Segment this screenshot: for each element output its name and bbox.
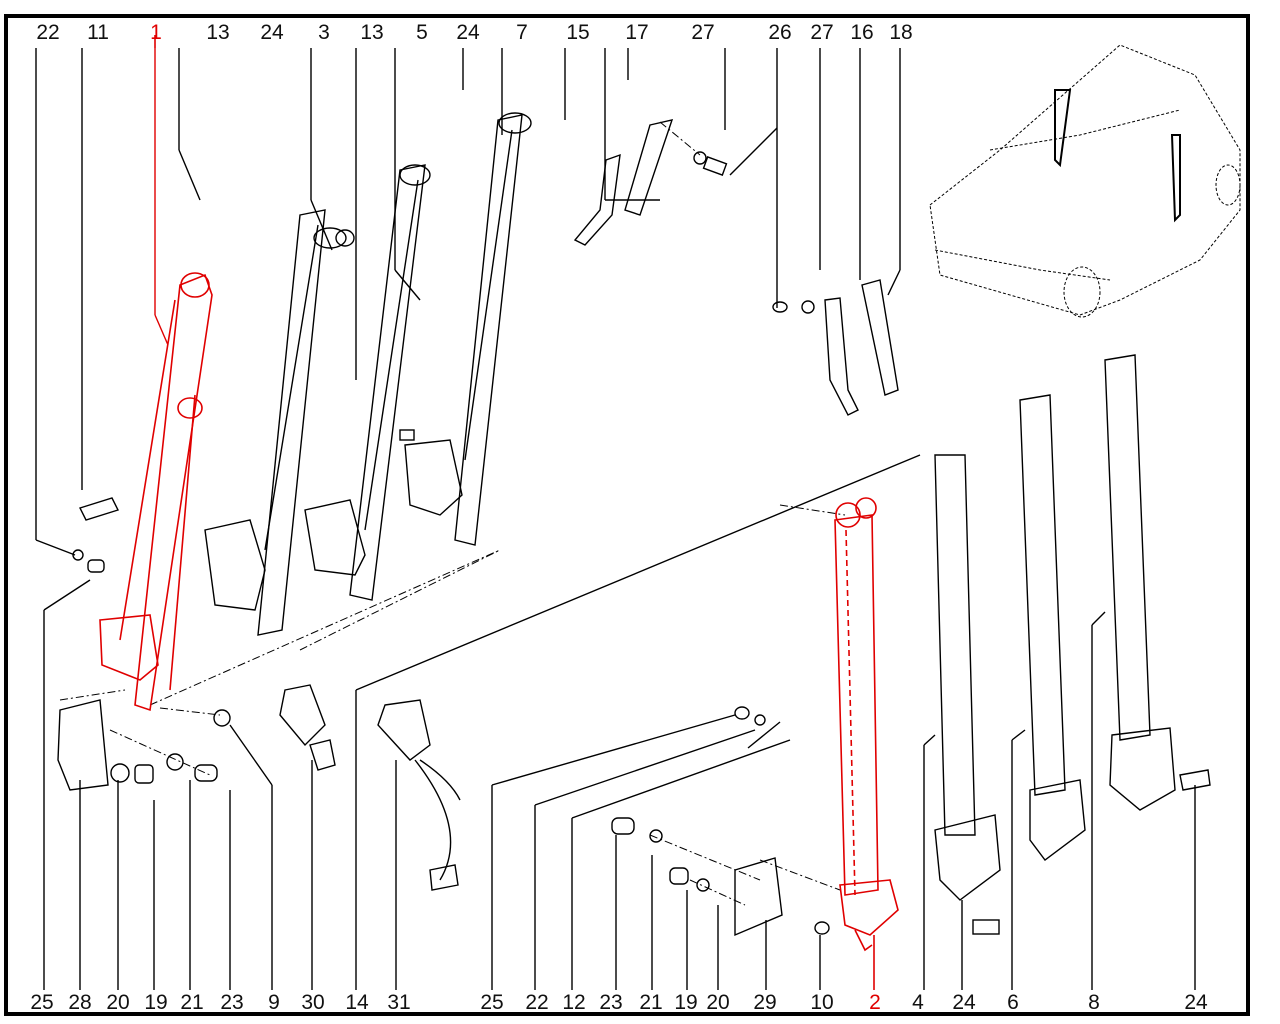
seat-belt-8 xyxy=(1104,354,1211,811)
callout-15: 15 xyxy=(566,21,590,44)
callout-18: 18 xyxy=(889,21,913,44)
callout-13-b: 13 xyxy=(360,21,384,44)
assembly-lines xyxy=(59,121,846,906)
seat-belt-5 xyxy=(304,164,431,601)
seat-belt-4 xyxy=(934,454,1001,935)
callout-3: 3 xyxy=(318,21,330,44)
callout-28: 28 xyxy=(68,991,92,1014)
callout-13: 13 xyxy=(206,21,230,44)
callout-27-b: 27 xyxy=(810,21,834,44)
callout-19-b: 19 xyxy=(674,991,698,1014)
buckle-30 xyxy=(279,684,336,771)
callout-17: 17 xyxy=(625,21,649,44)
callout-9: 9 xyxy=(268,991,280,1014)
diagram-frame xyxy=(4,14,1250,1016)
highlighted-seat-belt-1 xyxy=(99,272,213,712)
top-leader-lines xyxy=(35,48,901,556)
callout-24-b: 24 xyxy=(456,21,480,44)
callout-25: 25 xyxy=(30,991,54,1014)
callout-16: 16 xyxy=(850,21,874,44)
callout-10: 10 xyxy=(810,991,834,1014)
callout-31: 31 xyxy=(387,991,411,1014)
callout-19: 19 xyxy=(144,991,168,1014)
seat-belt-6 xyxy=(1019,394,1086,861)
callout-1: 1 xyxy=(150,21,162,44)
callout-26: 26 xyxy=(768,21,792,44)
callout-12: 12 xyxy=(562,991,586,1014)
bottom-leader-lines xyxy=(43,454,1196,990)
seat-belt-3 xyxy=(204,209,347,636)
callout-23-b: 23 xyxy=(599,991,623,1014)
callout-11: 11 xyxy=(87,21,109,44)
callout-2: 2 xyxy=(869,991,881,1014)
callout-4: 4 xyxy=(912,991,924,1014)
callout-14: 14 xyxy=(345,991,369,1014)
callout-5: 5 xyxy=(416,21,428,44)
lower-fasteners xyxy=(57,497,830,937)
callout-20: 20 xyxy=(106,991,130,1014)
callout-23: 23 xyxy=(220,991,244,1014)
callout-24-d: 24 xyxy=(1184,991,1208,1014)
callout-22-b: 22 xyxy=(525,991,549,1014)
callout-8: 8 xyxy=(1088,991,1100,1014)
callout-21-b: 21 xyxy=(639,991,663,1014)
callout-22: 22 xyxy=(36,21,60,44)
car-illustration xyxy=(929,44,1241,318)
buckle-31 xyxy=(377,699,461,891)
callout-27: 27 xyxy=(691,21,715,44)
callout-6: 6 xyxy=(1007,991,1019,1014)
callout-30: 30 xyxy=(301,991,325,1014)
callout-20-b: 20 xyxy=(706,991,730,1014)
callout-7: 7 xyxy=(516,21,528,44)
callout-29: 29 xyxy=(753,991,777,1014)
callout-24: 24 xyxy=(260,21,284,44)
highlighted-seat-belt-2 xyxy=(154,35,899,990)
callout-24-c: 24 xyxy=(952,991,976,1014)
upper-brackets xyxy=(573,119,899,416)
highlighted-leader-lines xyxy=(154,48,169,346)
callout-25-b: 25 xyxy=(480,991,504,1014)
seat-belt-7 xyxy=(399,112,532,546)
callout-21: 21 xyxy=(180,991,204,1014)
